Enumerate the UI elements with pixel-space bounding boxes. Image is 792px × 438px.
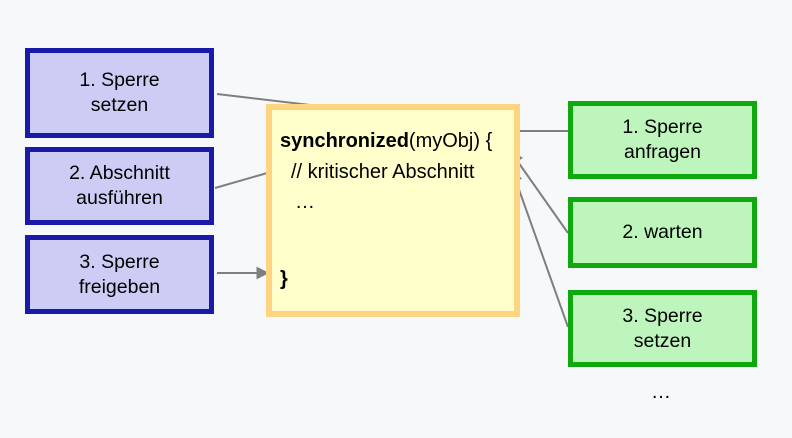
step-execute-section[interactable]: 2. Abschnitt ausführen [25, 147, 214, 225]
code-line-closing-brace: } [280, 267, 288, 293]
step-lock-request-line-2: anfragen [624, 141, 701, 163]
step-wait-line-1: 2. warten [622, 221, 703, 244]
step-lock-release[interactable]: 3. Sperre freigeben [25, 235, 214, 314]
code-line-signature: synchronized(myObj) { [280, 129, 492, 155]
code-closing-brace-text: } [280, 268, 288, 290]
step-execute-section-line-1: 2. Abschnitt [69, 162, 170, 185]
step-lock-set-line-2: setzen [633, 329, 692, 352]
code-comment-text: // kritischer Abschnitt [291, 161, 475, 183]
arrow-lock-set-to-code [509, 168, 569, 328]
step-lock-request[interactable]: 1. Sperre anfragen [568, 101, 757, 179]
step-lock-acquire[interactable]: 1. Sperre setzen [25, 48, 214, 138]
step-lock-request-line-1: 1. Sperre [622, 116, 703, 139]
step-lock-set[interactable]: 3. Sperre setzen [568, 290, 757, 367]
step-lock-set-line-1: 3. Sperre [622, 304, 703, 327]
step-execute-section-line-2: ausführen [76, 187, 163, 209]
step-lock-release-line-2: freigeben [78, 275, 161, 298]
keyword-synchronized: synchronized [280, 130, 409, 152]
step-lock-acquire-line-2: setzen [90, 94, 149, 116]
step-lock-release-line-1: 3. Sperre [79, 250, 160, 273]
synchronized-code-block: synchronized(myObj) { // kritischer Absc… [266, 104, 520, 317]
code-ellipsis-text: … [295, 191, 316, 213]
arrow-wait-to-code [510, 150, 569, 234]
code-signature-rest: (myObj) { [408, 130, 493, 152]
right-column-ellipsis: … [651, 381, 672, 403]
step-wait[interactable]: 2. warten [568, 197, 757, 268]
step-lock-acquire-line-1: 1. Sperre [79, 69, 160, 92]
code-line-ellipsis: … [295, 190, 316, 216]
code-line-comment: // kritischer Abschnitt [291, 160, 474, 186]
